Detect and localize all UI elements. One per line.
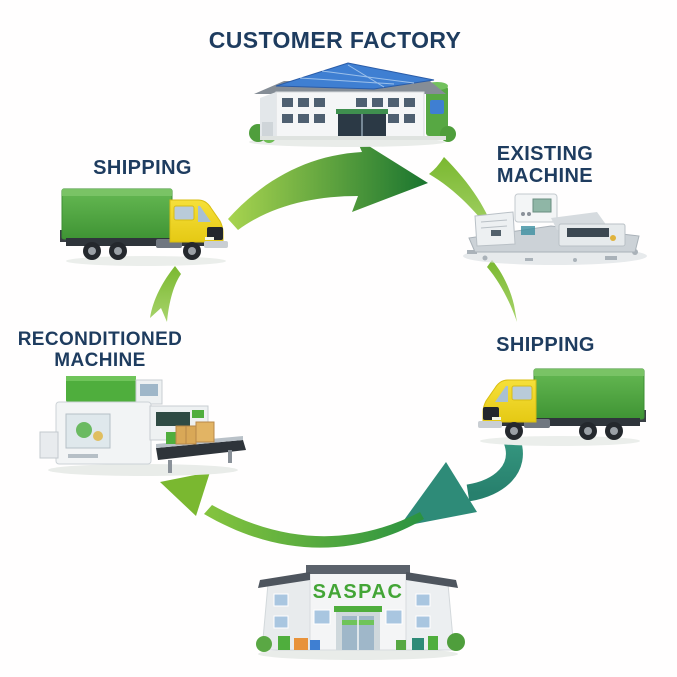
cardboard-boxes bbox=[166, 421, 215, 445]
machine-dark-accent bbox=[491, 230, 501, 236]
existing-machine-label-line2: MACHINE bbox=[496, 165, 594, 188]
reconditioned-machine-label-line2: MACHINE bbox=[54, 350, 146, 372]
arrow-reconditioned-machine-to-shipping bbox=[150, 266, 181, 322]
arrow-into-existing-machine bbox=[429, 157, 496, 239]
arrow-shipping-to-saspac bbox=[399, 438, 523, 527]
saspac-bush-right bbox=[447, 633, 465, 651]
truck-wheels bbox=[505, 422, 623, 440]
truck-chassis bbox=[66, 238, 208, 246]
packaging-machine-icon bbox=[38, 370, 256, 478]
reconditioned-machine-label-line1: RECONDITIONED bbox=[17, 329, 183, 350]
truck-wheels bbox=[83, 242, 201, 260]
factory-ground bbox=[260, 136, 446, 140]
truck-headlight bbox=[205, 237, 214, 240]
customer-factory-label: CUSTOMER FACTORY bbox=[208, 27, 462, 53]
truck-front-bumper bbox=[204, 241, 228, 248]
delivery-truck-left-icon bbox=[58, 180, 238, 268]
delivery-truck-right-icon bbox=[468, 360, 648, 448]
arrow-existing-machine-to-shipping bbox=[487, 260, 517, 322]
machine-yellow-accent bbox=[610, 235, 616, 241]
machine-teal-accent bbox=[521, 226, 535, 235]
machine-debris bbox=[467, 249, 638, 262]
saspac-entrance bbox=[334, 606, 382, 650]
machine-top-tower bbox=[135, 379, 163, 405]
truck-cab bbox=[478, 379, 537, 428]
arrow-saspac-to-reconditioned-machine bbox=[160, 472, 424, 548]
saspac-roof-center bbox=[306, 565, 410, 574]
saspac-sign: SASPAC bbox=[313, 581, 404, 603]
truck-windshield bbox=[198, 206, 211, 222]
saspac-roof-left bbox=[258, 572, 310, 588]
machine-control-cab bbox=[514, 193, 558, 223]
factory-entrance bbox=[336, 109, 388, 138]
saspac-windows bbox=[273, 593, 431, 629]
truck-trailer bbox=[61, 188, 173, 240]
truck-trailer bbox=[533, 368, 645, 420]
machine-green-top-box bbox=[66, 376, 136, 402]
machine-side-panel bbox=[39, 431, 59, 459]
factory-windows bbox=[282, 98, 415, 123]
truck-grille bbox=[207, 227, 223, 240]
saspac-building-icon: SASPAC bbox=[248, 550, 468, 662]
machine-right-module bbox=[558, 223, 626, 247]
factory-building-icon bbox=[232, 56, 462, 148]
solar-panel-roof bbox=[275, 62, 435, 90]
machine-main-cabinet bbox=[55, 401, 152, 465]
saspac-bush-left bbox=[256, 636, 272, 652]
reconditioned-machine-label: RECONDITIONED MACHINE bbox=[8, 329, 192, 372]
shipping-left-label: SHIPPING bbox=[93, 157, 192, 179]
saspac-roof-right bbox=[406, 572, 458, 588]
existing-machine-label: EXISTING MACHINE bbox=[468, 143, 622, 188]
existing-machine-label-line1: EXISTING bbox=[496, 143, 594, 165]
factory-utility-box bbox=[262, 122, 273, 136]
saspac-bins bbox=[278, 636, 438, 650]
arrow-shipping-to-existing-machine bbox=[228, 138, 428, 230]
dismantled-machine-icon bbox=[455, 186, 655, 268]
truck-chassis bbox=[498, 418, 640, 426]
machine-left-module bbox=[474, 211, 516, 247]
truck-cab bbox=[169, 199, 228, 248]
truck-side-window bbox=[173, 205, 195, 221]
shipping-right-label: SHIPPING bbox=[496, 334, 595, 356]
